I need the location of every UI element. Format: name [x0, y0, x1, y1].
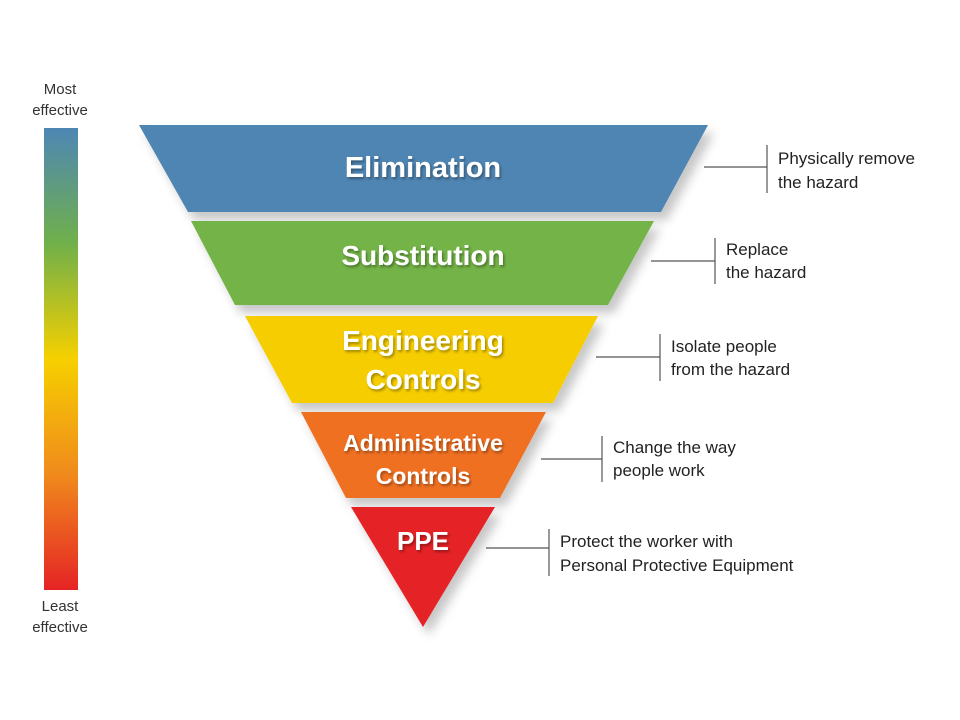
description-text: the hazard [778, 173, 858, 192]
tier-description-3: Isolate people from the hazard [596, 334, 790, 381]
tier-label: Controls [376, 463, 471, 489]
tier-2: Substitution [191, 221, 654, 305]
tier-label: Administrative [343, 430, 503, 456]
tier-shape [301, 412, 546, 498]
description-text: the hazard [726, 263, 806, 282]
tier-label: Controls [365, 364, 480, 395]
tier-5: PPE [351, 507, 495, 627]
effectiveness-scale-bar [44, 128, 78, 590]
description-text: from the hazard [671, 360, 790, 379]
least-effective-label: Least effective [32, 598, 88, 636]
tier-label: Substitution [341, 240, 504, 271]
tier-label: Elimination [345, 152, 501, 184]
tier-description-1: Physically remove the hazard [704, 145, 915, 193]
description-text: Personal Protective Equipment [560, 556, 794, 575]
description-text: Change the way [613, 438, 736, 457]
tier-1: Elimination [139, 125, 708, 212]
tier-shape [245, 316, 598, 403]
tier-description-4: Change the way people work [541, 436, 736, 482]
tier-label: Engineering [342, 325, 504, 356]
tier-shape [351, 507, 495, 627]
tier-description-2: Replace the hazard [651, 238, 806, 284]
description-text: Protect the worker with [560, 532, 733, 551]
most-effective-label: Most effective [32, 81, 88, 119]
tier-shape [139, 125, 708, 212]
tier-shape [191, 221, 654, 305]
description-text: Physically remove [778, 149, 915, 168]
description-text: Isolate people [671, 337, 777, 356]
tier-label: PPE [397, 526, 449, 556]
description-text: people work [613, 461, 705, 480]
description-text: Replace [726, 240, 788, 259]
